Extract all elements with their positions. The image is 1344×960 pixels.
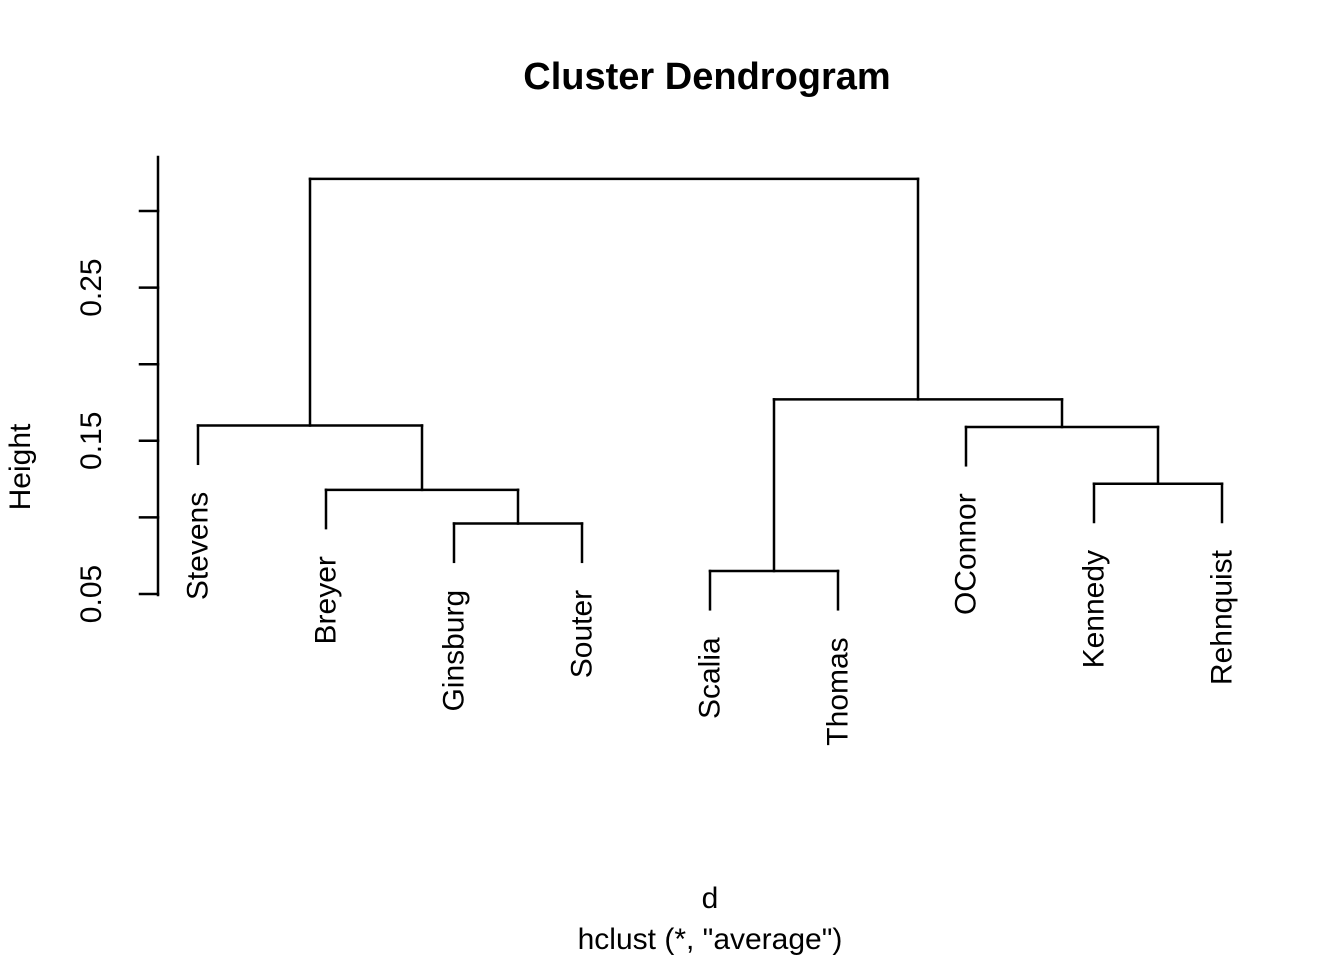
y-axis-tick-label: 0.05 bbox=[75, 565, 108, 623]
leaf-label-breyer: Breyer bbox=[310, 556, 343, 644]
leaf-label-stevens: Stevens bbox=[182, 492, 215, 600]
leaf-label-ginsburg: Ginsburg bbox=[438, 590, 471, 712]
y-axis-tick-label: 0.25 bbox=[75, 258, 108, 316]
leaf-label-kennedy: Kennedy bbox=[1078, 550, 1111, 668]
y-axis: 0.05 0.15 0.25 bbox=[75, 155, 160, 623]
leaf-label-scalia: Scalia bbox=[694, 637, 727, 719]
leaf-label-thomas: Thomas bbox=[822, 637, 855, 745]
dendrogram-tree bbox=[196, 177, 1224, 611]
x-axis-caption-call: hclust (*, "average") bbox=[578, 923, 843, 956]
leaf-label-souter: Souter bbox=[566, 590, 599, 678]
leaf-label-oconnor: OConnor bbox=[950, 493, 983, 615]
plot-title: Cluster Dendrogram bbox=[523, 56, 890, 98]
x-axis-caption-variable: d bbox=[702, 882, 719, 915]
leaf-label-rehnquist: Rehnquist bbox=[1206, 549, 1239, 685]
y-axis-tick-label: 0.15 bbox=[75, 412, 108, 470]
y-axis-label: Height bbox=[4, 423, 37, 510]
